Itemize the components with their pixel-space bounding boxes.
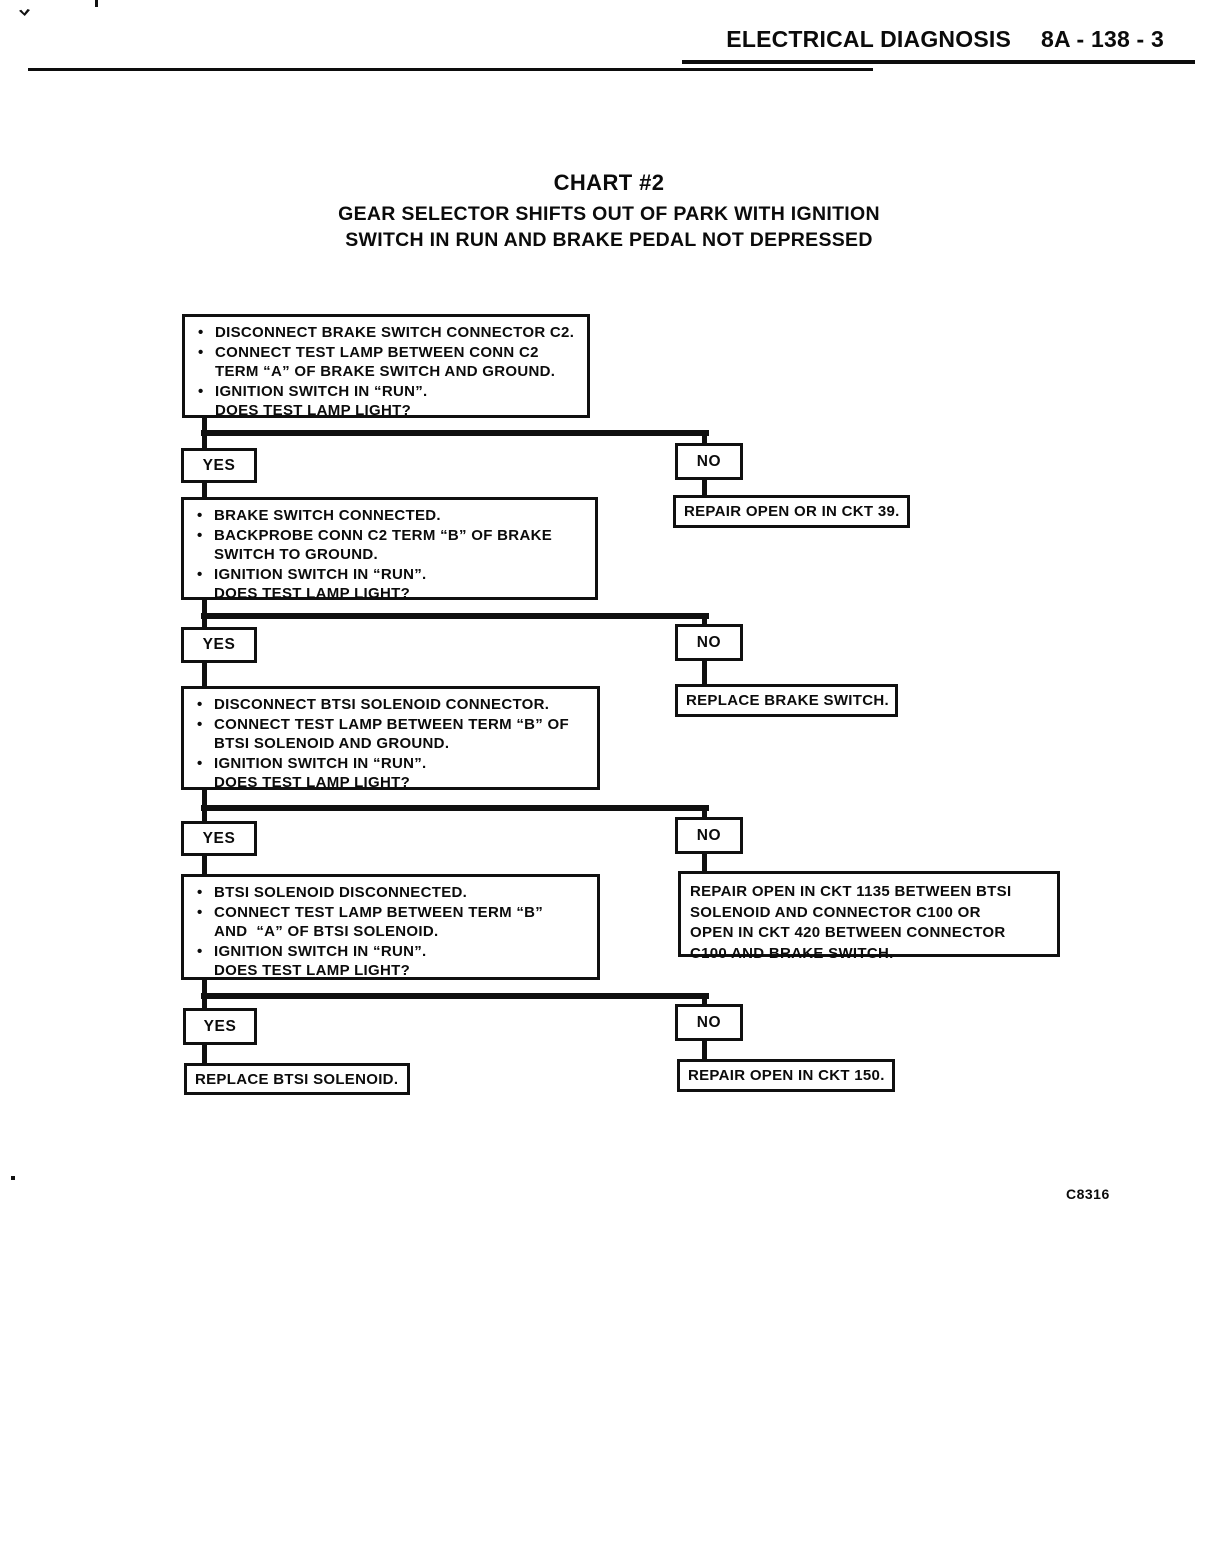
- bullet-marker: •: [198, 324, 204, 341]
- step-line-text: CONNECT TEST LAMP BETWEEN TERM “B”: [214, 903, 544, 921]
- step-box-2: • BRAKE SWITCH CONNECTED. • BACKPROBE CONN…: [181, 497, 598, 602]
- connector: [702, 1041, 707, 1059]
- result-box-repair-ckt-150: REPAIR OPEN IN CKT 150.: [677, 1059, 895, 1092]
- connector: [702, 619, 707, 626]
- result-box-replace-brake-switch: REPLACE BRAKE SWITCH.: [675, 684, 898, 717]
- scan-mark-icon: [19, 9, 30, 16]
- connector: [702, 480, 707, 495]
- step-line-text: BTSI SOLENOID AND GROUND.: [214, 735, 450, 752]
- header-section-label: ELECTRICAL DIAGNOSIS: [726, 26, 1011, 52]
- no-box-4: NO: [675, 1004, 743, 1041]
- connector: [702, 811, 707, 819]
- yes-label: YES: [202, 456, 236, 474]
- no-label: NO: [696, 826, 722, 844]
- result-text: REPAIR OPEN IN CKT 1135 BETWEEN BTSI SOL…: [690, 883, 1012, 962]
- connector: [202, 483, 207, 497]
- step-line-text: IGNITION SWITCH IN “RUN”.: [215, 382, 428, 400]
- bullet-marker: •: [197, 696, 203, 713]
- figure-code: C8316: [1066, 1186, 1110, 1202]
- yes-label: YES: [202, 636, 236, 653]
- step-line-text: AND “A” OF BTSI SOLENOID.: [214, 923, 439, 940]
- yes-box-3: YES: [181, 821, 257, 856]
- yes-box-4: YES: [183, 1008, 257, 1045]
- no-box-3: NO: [675, 817, 743, 854]
- bullet-marker: •: [197, 754, 203, 772]
- connector: [702, 661, 707, 684]
- no-label: NO: [696, 452, 722, 470]
- no-label: NO: [696, 1013, 722, 1031]
- chart-subtitle-line2: SWITCH IN RUN AND BRAKE PEDAL NOT DEPRES…: [345, 229, 873, 251]
- no-box-1: NO: [675, 443, 743, 480]
- step-line-text: BRAKE SWITCH CONNECTED.: [214, 507, 441, 524]
- bullet-marker: •: [197, 903, 203, 921]
- result-text: REPAIR OPEN OR IN CKT 39.: [684, 503, 900, 520]
- chart-title: CHART #2: [553, 170, 665, 195]
- no-label: NO: [696, 633, 722, 651]
- result-box-replace-btsi-solenoid: REPLACE BTSI SOLENOID.: [184, 1063, 410, 1095]
- connector: [202, 1045, 207, 1063]
- step-line-text: CONNECT TEST LAMP BETWEEN TERM “B” OF: [214, 715, 569, 733]
- connector: [202, 598, 207, 627]
- connector: [202, 856, 207, 874]
- connector: [201, 430, 709, 436]
- bullet-marker: •: [197, 507, 203, 524]
- connector: [202, 663, 207, 686]
- scan-dot-mark: [11, 1176, 15, 1180]
- step-line-text: BACKPROBE CONN C2 TERM “B” OF BRAKE: [214, 526, 553, 544]
- step-line-text: DOES TEST LAMP LIGHT?: [214, 774, 411, 791]
- step-box-4: • BTSI SOLENOID DISCONNECTED. • CONNECT TE…: [181, 874, 600, 980]
- step-line-text: BTSI SOLENOID DISCONNECTED.: [214, 884, 468, 901]
- bullet-marker: •: [197, 884, 203, 901]
- header-page-number: 8A - 138 - 3: [1041, 26, 1164, 52]
- page-header: ELECTRICAL DIAGNOSIS 8A - 138 - 3: [726, 26, 1164, 53]
- connector: [702, 999, 707, 1005]
- header-underline: [682, 60, 1195, 64]
- bullet-marker: •: [197, 526, 203, 544]
- bullet-marker: •: [197, 942, 203, 960]
- yes-box-1: YES: [181, 448, 257, 483]
- result-box-repair-ckt-39: REPAIR OPEN OR IN CKT 39.: [673, 495, 910, 528]
- step-line-text: DISCONNECT BRAKE SWITCH CONNECTOR C2.: [215, 324, 575, 341]
- chart-title-block: CHART #2 GEAR SELECTOR SHIFTS OUT OF PAR…: [278, 170, 940, 253]
- connector: [702, 854, 707, 871]
- result-text: REPLACE BTSI SOLENOID.: [195, 1070, 399, 1088]
- connector: [201, 805, 709, 811]
- step-line-text: DOES TEST LAMP LIGHT?: [215, 402, 412, 419]
- connector: [201, 993, 709, 999]
- chart-subtitle-line1: GEAR SELECTOR SHIFTS OUT OF PARK WITH IG…: [338, 203, 880, 225]
- bullet-marker: •: [198, 382, 204, 400]
- step-line-text: CONNECT TEST LAMP BETWEEN CONN C2: [215, 343, 539, 361]
- scan-tick-mark: [95, 0, 98, 7]
- connector: [201, 613, 709, 619]
- step-line-text: DOES TEST LAMP LIGHT?: [214, 962, 411, 979]
- yes-label: YES: [203, 1017, 237, 1035]
- step-line-text: IGNITION SWITCH IN “RUN”.: [214, 754, 427, 772]
- step-line-text: DISCONNECT BTSI SOLENOID CONNECTOR.: [214, 696, 550, 713]
- step-line-text: IGNITION SWITCH IN “RUN”.: [214, 565, 427, 583]
- no-box-2: NO: [675, 624, 743, 661]
- step-box-3: • DISCONNECT BTSI SOLENOID CONNECTOR. • CO…: [181, 686, 600, 791]
- result-text: REPAIR OPEN IN CKT 150.: [688, 1067, 885, 1084]
- header-rule: [28, 68, 873, 71]
- bullet-marker: •: [198, 343, 204, 361]
- step-line-text: DOES TEST LAMP LIGHT?: [214, 585, 411, 602]
- yes-label: YES: [202, 829, 236, 847]
- bullet-marker: •: [197, 565, 203, 583]
- connector: [702, 436, 707, 445]
- bullet-marker: •: [197, 715, 203, 733]
- yes-box-2: YES: [181, 627, 257, 663]
- step-line-text: IGNITION SWITCH IN “RUN”.: [214, 942, 427, 960]
- result-box-repair-ckt-1135: REPAIR OPEN IN CKT 1135 BETWEEN BTSI SOL…: [678, 871, 1060, 962]
- step-line-text: SWITCH TO GROUND.: [214, 546, 378, 563]
- step-line-text: TERM “A” OF BRAKE SWITCH AND GROUND.: [215, 363, 556, 380]
- connector: [202, 788, 207, 821]
- step-box-1: • DISCONNECT BRAKE SWITCH CONNECTOR C2. •…: [182, 314, 590, 419]
- result-text: REPLACE BRAKE SWITCH.: [686, 692, 889, 709]
